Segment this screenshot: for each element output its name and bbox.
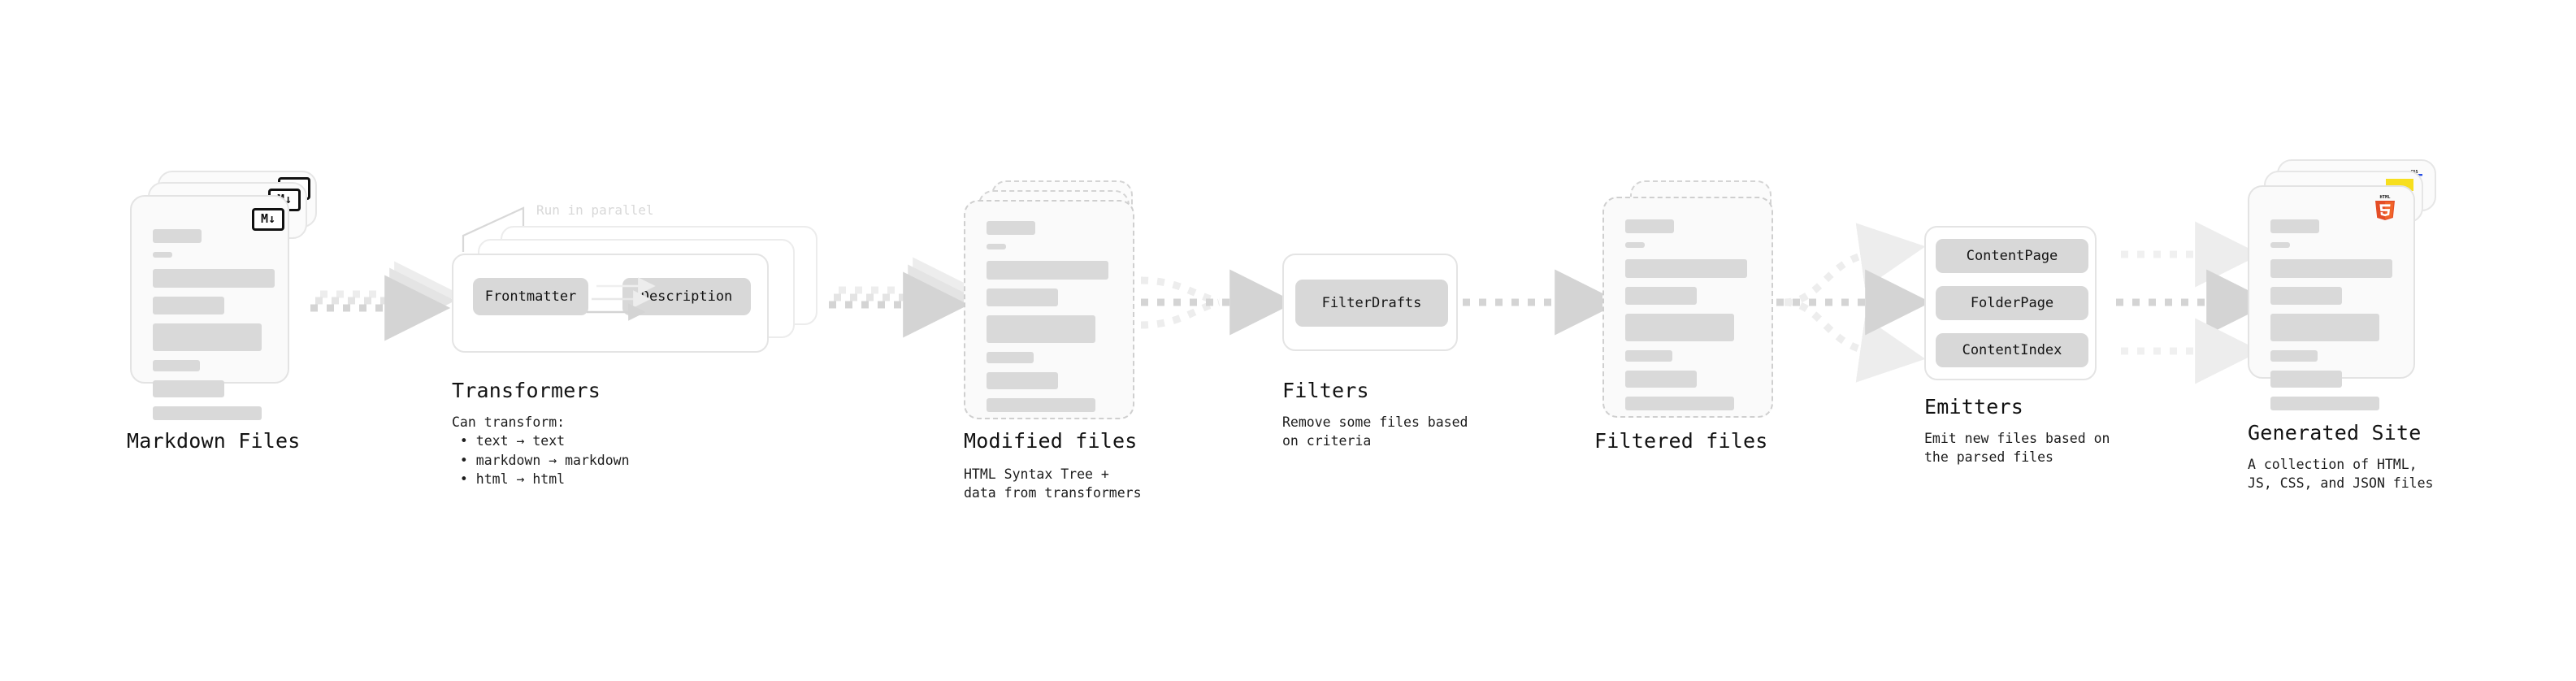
filtered-file-front	[1602, 197, 1773, 418]
stage-subtitle-modified-files: HTML Syntax Tree + data from transformer…	[964, 466, 1142, 501]
content-bar	[1625, 371, 1697, 388]
emitter-node-folderpage[interactable]: FolderPage	[1936, 286, 2088, 320]
content-bar	[2270, 242, 2290, 248]
emitter-node-contentpage[interactable]: ContentPage	[1936, 239, 2088, 273]
content-bar	[2270, 371, 2342, 388]
content-bar	[153, 323, 262, 351]
content-bar	[153, 360, 200, 371]
filter-node-filterdrafts-label: FilterDrafts	[1321, 295, 1422, 311]
transformer-node-frontmatter-label: Frontmatter	[484, 288, 577, 305]
stage-title-emitters: Emitters	[1924, 395, 2024, 419]
svg-text:HTML: HTML	[2380, 195, 2392, 200]
transformer-node-frontmatter[interactable]: Frontmatter	[473, 278, 588, 315]
flow-modified-to-filters	[1140, 269, 1296, 336]
content-bar	[1625, 259, 1747, 278]
content-bar	[1625, 350, 1672, 362]
markdown-icon: M↓	[252, 208, 284, 231]
generated-site-front: HTML	[2248, 185, 2415, 410]
content-bar	[1625, 242, 1645, 248]
html5-icon: HTML	[2375, 195, 2395, 220]
content-bar	[2270, 350, 2318, 362]
stage-title-filters: Filters	[1282, 379, 1369, 402]
modified-file-front	[964, 200, 1134, 419]
content-bar	[987, 288, 1058, 306]
stage-subtitle-emitters: Emit new files based on the parsed files	[1924, 431, 2110, 466]
flow-markdown-to-transformers	[310, 261, 461, 341]
run-in-parallel-label: Run in parallel	[536, 202, 654, 218]
content-bar	[2270, 314, 2379, 341]
content-bar	[2270, 219, 2319, 233]
content-bar	[153, 269, 275, 288]
stage-title-generated-site: Generated Site	[2248, 421, 2422, 445]
content-bar	[153, 406, 262, 420]
stage-title-modified-files: Modified files	[964, 429, 1138, 453]
stage-title-filtered-files: Filtered files	[1594, 429, 1768, 453]
content-bar	[153, 252, 172, 258]
filters-box: FilterDrafts	[1282, 254, 1458, 351]
content-bar	[987, 261, 1108, 280]
transformer-internal-arrows	[587, 277, 656, 321]
stage-subtitle-transformers: Can transform: • text → text • markdown …	[452, 414, 630, 488]
content-bar	[987, 398, 1095, 412]
markdown-icon-label: M↓	[260, 210, 276, 226]
content-bar	[1625, 287, 1697, 305]
content-bar	[153, 380, 224, 397]
emitters-box: ContentPage FolderPage ContentIndex	[1924, 226, 2097, 380]
stage-title-transformers: Transformers	[452, 379, 601, 402]
stage-subtitle-filters: Remove some files based on criteria	[1282, 414, 1468, 449]
emitter-node-contentpage-label: ContentPage	[1966, 248, 2058, 264]
content-bar	[2270, 287, 2342, 305]
filtered-file-content-bars	[1625, 219, 1755, 419]
transformer-box-front: Frontmatter Description	[452, 254, 769, 353]
content-bar	[1625, 314, 1734, 341]
content-bar	[1625, 219, 1674, 233]
content-bar	[153, 229, 202, 243]
emitter-node-contentindex[interactable]: ContentIndex	[1936, 333, 2088, 367]
markdown-file-content-bars	[153, 229, 275, 429]
filter-node-filterdrafts[interactable]: FilterDrafts	[1295, 280, 1448, 327]
emitter-node-folderpage-label: FolderPage	[1970, 295, 2054, 311]
run-in-parallel-bracket	[462, 206, 525, 252]
content-bar	[987, 244, 1006, 249]
generated-site-content-bars	[2270, 219, 2397, 419]
flow-transformers-to-modified	[829, 257, 979, 338]
content-bar	[987, 315, 1095, 343]
flow-emitters-to-site	[2116, 221, 2273, 384]
markdown-file-front: M↓	[130, 195, 289, 420]
stage-subtitle-generated-site: A collection of HTML, JS, CSS, and JSON …	[2248, 457, 2434, 492]
flow-filtered-to-emitters	[1776, 223, 1932, 383]
emitter-node-contentindex-label: ContentIndex	[1962, 342, 2062, 358]
transformer-node-description-label: Description	[640, 288, 733, 305]
content-bar	[987, 372, 1058, 389]
content-bar	[2270, 259, 2392, 278]
content-bar	[2270, 397, 2379, 410]
modified-file-content-bars	[987, 221, 1117, 421]
content-bar	[153, 297, 224, 314]
stage-title-markdown-files: Markdown Files	[127, 429, 301, 453]
content-bar	[987, 221, 1035, 235]
content-bar	[1625, 397, 1734, 410]
content-bar	[987, 352, 1034, 363]
